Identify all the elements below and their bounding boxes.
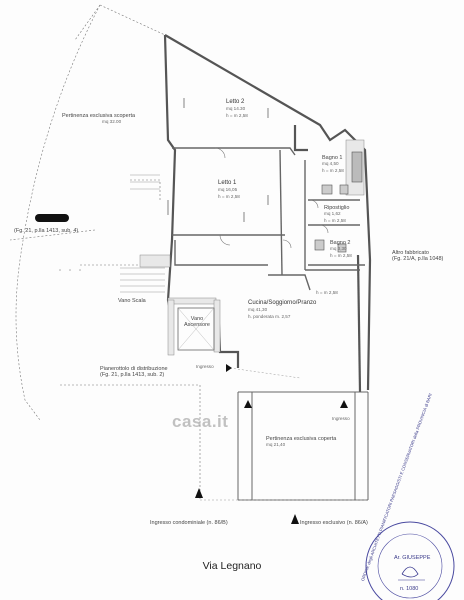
- label-ingresso-left: Ingresso: [196, 364, 214, 369]
- street-name: Via Legnano: [202, 560, 262, 572]
- terrain-dots: [59, 269, 81, 271]
- bathroom-fixtures: [314, 151, 363, 253]
- label-ingresso-condominiale: Ingresso condominiale (n. 86/B): [150, 520, 228, 526]
- stamp-name: Ar. GIUSEPPE: [394, 555, 431, 561]
- watermark: casa.it: [172, 412, 229, 431]
- terrace-dashed: [200, 367, 368, 501]
- label-vano-ascensore: Vano Ascensore: [184, 316, 210, 329]
- interior-walls: [172, 147, 365, 291]
- covered-terrace: [237, 391, 369, 501]
- elevator-shaft: [177, 307, 215, 351]
- doors: [214, 147, 329, 249]
- label-ingresso-esclusivo: Ingresso esclusivo (n. 86/A): [300, 520, 368, 526]
- label-cucina: Cucina/Soggiorno/Pranzo mq 41,30 h. pond…: [248, 300, 317, 319]
- window-marks: [167, 98, 269, 222]
- label-bagno2: Bagno 2 mq 3,30 h = m 2,58: [330, 240, 352, 258]
- staircase: [120, 174, 165, 293]
- label-pertinenza-bottom: Pertinenza esclusiva coperta mq 21,40: [266, 436, 337, 448]
- label-letto1: Letto 1 mq 16,05 h = m 2,58: [218, 180, 240, 199]
- label-altro-fabbricato: Altro fabbricato (Fg. 21/A, p.lla 1048): [392, 250, 444, 263]
- label-pianerottolo: Pianerottolo di distribuzione (Fg. 21, p…: [100, 366, 168, 379]
- stamp-number: n. 1080: [400, 586, 419, 592]
- property-boundary-dashed: [9, 4, 201, 500]
- label-pertinenza-top: Pertinenza esclusiva scoperta mq 32.00: [62, 113, 136, 125]
- label-cucina-h: h = m 2,58: [316, 290, 338, 295]
- redacted-name: [35, 214, 69, 222]
- label-letto2: Letto 2 mq 14.30 h = m 2,58: [226, 99, 248, 118]
- label-ingresso-right: Ingresso: [332, 416, 350, 421]
- label-bagno1: Bagno 1 mq 4,50 h = m 2,58: [322, 155, 344, 173]
- entrance-arrows: [195, 364, 348, 524]
- label-fg-left: (Fg. 21, p.lla 1413, sub. 4): [14, 228, 79, 234]
- label-ripostiglio: Ripostiglio mq 1,62 h = m 2,58: [324, 205, 350, 223]
- label-vano-scala: Vano Scala: [118, 298, 146, 304]
